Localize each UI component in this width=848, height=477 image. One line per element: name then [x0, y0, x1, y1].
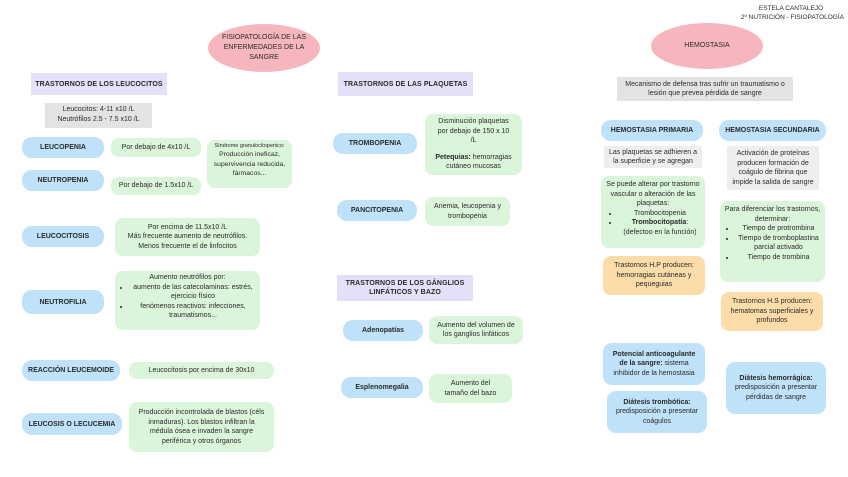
primaria-trastornos: Trastornos H.P producen: hemorragias cut…	[603, 256, 705, 295]
hemorragica-desc: predisposición a presentar pérdidas de s…	[734, 384, 818, 401]
primaria-alteracion-list: Trombocitopenia Trombocitopatía: (defect…	[605, 209, 701, 238]
hemostasia-oval: HEMOSTASIA	[651, 23, 763, 69]
petequias-term: Petequias:	[435, 153, 471, 161]
reaccion-leucemoide-desc: Leucocitosis por encima de 30x10	[129, 362, 274, 379]
leucopenia-label: LEUCOPENIA	[22, 137, 104, 158]
sindrome-text: Producción ineficaz, supervivencia reduc…	[213, 151, 286, 177]
trombopenia-label: TROMBOPENIA	[333, 133, 417, 154]
leucosis-label: LEUCOSIS O LECUCEMIA	[22, 413, 122, 435]
esplenomegalia-desc: Aumento del tamaño del bazo	[429, 374, 512, 403]
leucopenia-desc: Por debajo de 4x10 /L	[111, 138, 201, 157]
primaria-alteracion-box: Se puede alterar por trastorno vascular …	[601, 176, 705, 248]
adenopatias-label: Adenopatías	[343, 320, 423, 341]
anticoagulante-desc: sistema inhibidor de la hemostasia	[613, 360, 695, 377]
trombotica-desc: predisposición a presentar coágulos	[615, 408, 699, 425]
diferenciar-item: Tiempo de tromboplastina parcial activad…	[736, 234, 821, 253]
primaria-alteracion-intro: Se puede alterar por trastorno vascular …	[606, 181, 700, 207]
leucocitosis-box: Por encima de 11.5x10 /L Más frecuente a…	[115, 218, 260, 256]
hemostasia-mecanismo: Mecanismo de defensa tras sufrir un trau…	[617, 77, 793, 101]
neutrofilia-label: NEUTROFILIA	[22, 290, 104, 314]
trombocitopatia-term: Trombocitopatía	[631, 219, 687, 226]
trombopenia-petequias: Petequias: hemorragias cutáneo mucosas	[429, 153, 518, 172]
author-block: ESTELA CANTALEJO 2º NUTRICIÓN - FISIOPAT…	[720, 4, 844, 22]
diferenciar-item: Tiempo de trombina	[736, 253, 821, 263]
anticoagulante-term: Potencial anticoagulante de la sangre:	[612, 350, 696, 368]
secundaria-diferenciar-intro: Para diferenciar los trastornos, determi…	[724, 206, 821, 223]
title-text: FISIOPATOLOGÍA DE LAS ENFERMEDADES DE LA…	[221, 34, 307, 61]
ganglios-header: TRASTORNOS DE LOS GÁNGLIOS LINFÁTICOS Y …	[337, 275, 473, 301]
neutropenia-desc: Por debajo de 1.5x10 /L	[111, 177, 201, 195]
leucocitos-values: Leucocitos: 4-11 x10 /L Neutrófilos 2.5 …	[45, 103, 152, 128]
sindrome-title: Síndrome granulocitopenico:	[214, 143, 285, 149]
reaccion-leucemoide-label: REACCIÓN LEUCEMOIDE	[22, 360, 120, 381]
alteracion-item: Trombocitopenia	[619, 209, 701, 219]
trombocitopatia-desc: : (defectoo en la función)	[623, 219, 697, 236]
trombotica-term: Diátesis trombótica:	[623, 398, 691, 406]
secundaria-diferenciar-list: Tiempo de protrombina Tiempo de trombopl…	[724, 224, 821, 262]
leucocitos-value-line2: Neutrófilos 2.5 - 7.5 x10 /L	[57, 115, 140, 123]
leucocitos-header: TRASTORNOS DE LOS LEUCOCITOS	[31, 73, 167, 95]
leucocitosis-label: LEUCOCITOSIS	[22, 226, 104, 247]
secundaria-trastornos: Trastornos H.S producen: hematomas super…	[721, 292, 823, 331]
leucocitosis-line2: Más frecuente aumento de neutrófilos.	[127, 233, 248, 241]
hemostasia-title: HEMOSTASIA	[684, 42, 730, 49]
secundaria-diferenciar-box: Para diferenciar los trastornos, determi…	[720, 201, 825, 282]
neutrofilia-item: fenómenos reactivos: infecciones, trauma…	[130, 302, 256, 321]
trombopenia-desc: Disminución plaquetas por debajo de 150 …	[437, 118, 510, 144]
esplenomegalia-label: Esplenomegalia	[341, 377, 423, 398]
anticoagulante-box: Potencial anticoagulante de la sangre: s…	[603, 343, 705, 385]
primaria-desc: Las plaquetas se adhieren a la superfici…	[604, 146, 702, 168]
hemorragica-box: Diátesis hemorrágica: predisposición a p…	[726, 362, 826, 414]
sindrome-box: Síndrome granulocitopenico: Producción i…	[207, 140, 292, 188]
neutropenia-label: NEUTROPENIA	[22, 170, 104, 191]
hemorragica-term: Diátesis hemorrágica:	[739, 374, 813, 382]
leucocitosis-line3: Menos frecuente el de linfocitos	[138, 242, 237, 250]
neutrofilia-intro: Aumento neutrófilos por:	[149, 274, 226, 281]
trombotica-box: Diátesis trombótica: predisposición a pr…	[607, 391, 707, 433]
hemostasia-secundaria-label: HEMOSTASIA SECUNDARIA	[719, 120, 826, 141]
neutrofilia-box: Aumento neutrófilos por: aumento de las …	[115, 271, 260, 330]
alteracion-item: Trombocitopatía: (defectoo en la función…	[619, 218, 701, 237]
leucocitos-value-line1: Leucocitos: 4-11 x10 /L	[62, 106, 135, 113]
plaquetas-header: TRASTORNOS DE LAS PLAQUETAS	[338, 72, 473, 96]
hemostasia-primaria-label: HEMOSTASIA PRIMARIA	[601, 120, 703, 141]
adenopatias-desc: Aumento del volumen de los ganglios linf…	[429, 316, 523, 344]
pancitopenia-label: PANCITOPENIA	[337, 200, 417, 221]
trombopenia-box: Disminución plaquetas por debajo de 150 …	[425, 114, 522, 175]
secundaria-desc: Activación de proteínas producen formaci…	[727, 146, 819, 190]
neutrofilia-list: aumento de las catecolaminas: estrés, ej…	[119, 283, 256, 321]
pancitopenia-desc: Anemia, leucopenia y trombopenia	[425, 197, 510, 226]
diferenciar-item: Tiempo de protrombina	[736, 224, 821, 234]
author-course: 2º NUTRICIÓN - FISIOPATOLOGÍA	[740, 14, 844, 21]
title-oval: FISIOPATOLOGÍA DE LAS ENFERMEDADES DE LA…	[208, 24, 320, 72]
petequias-desc: hemorragias cutáneo mucosas	[446, 153, 512, 171]
leucocitosis-line1: Por encima de 11.5x10 /L	[147, 223, 228, 231]
author-name: ESTELA CANTALEJO	[758, 5, 824, 12]
neutrofilia-item: aumento de las catecolaminas: estrés, ej…	[130, 283, 256, 302]
leucosis-desc: Producción incontrolada de blastos (céls…	[129, 402, 274, 452]
